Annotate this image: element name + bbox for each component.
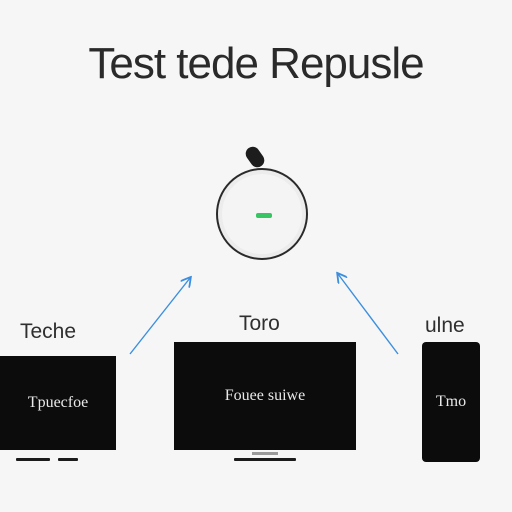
diagram-title: Test tede Repusle <box>88 39 424 88</box>
device-label-right: ulne <box>425 314 465 337</box>
device-foot-left <box>16 458 50 461</box>
device-stand-center <box>252 452 278 455</box>
connector-left <box>129 278 190 355</box>
round-remote-icon <box>216 168 308 260</box>
device-screen-center: Fouee suiwe <box>174 342 356 450</box>
device-foot-center <box>234 458 296 461</box>
device-foot-left-2 <box>58 458 78 461</box>
device-screen-left: Tpuecfoe <box>0 356 116 450</box>
device-screen-right: Tmo <box>422 342 480 462</box>
device-label-left: Teche <box>20 320 77 343</box>
connector-right <box>338 274 399 355</box>
status-indicator-icon <box>256 213 272 218</box>
device-label-center: Toro <box>239 312 280 335</box>
